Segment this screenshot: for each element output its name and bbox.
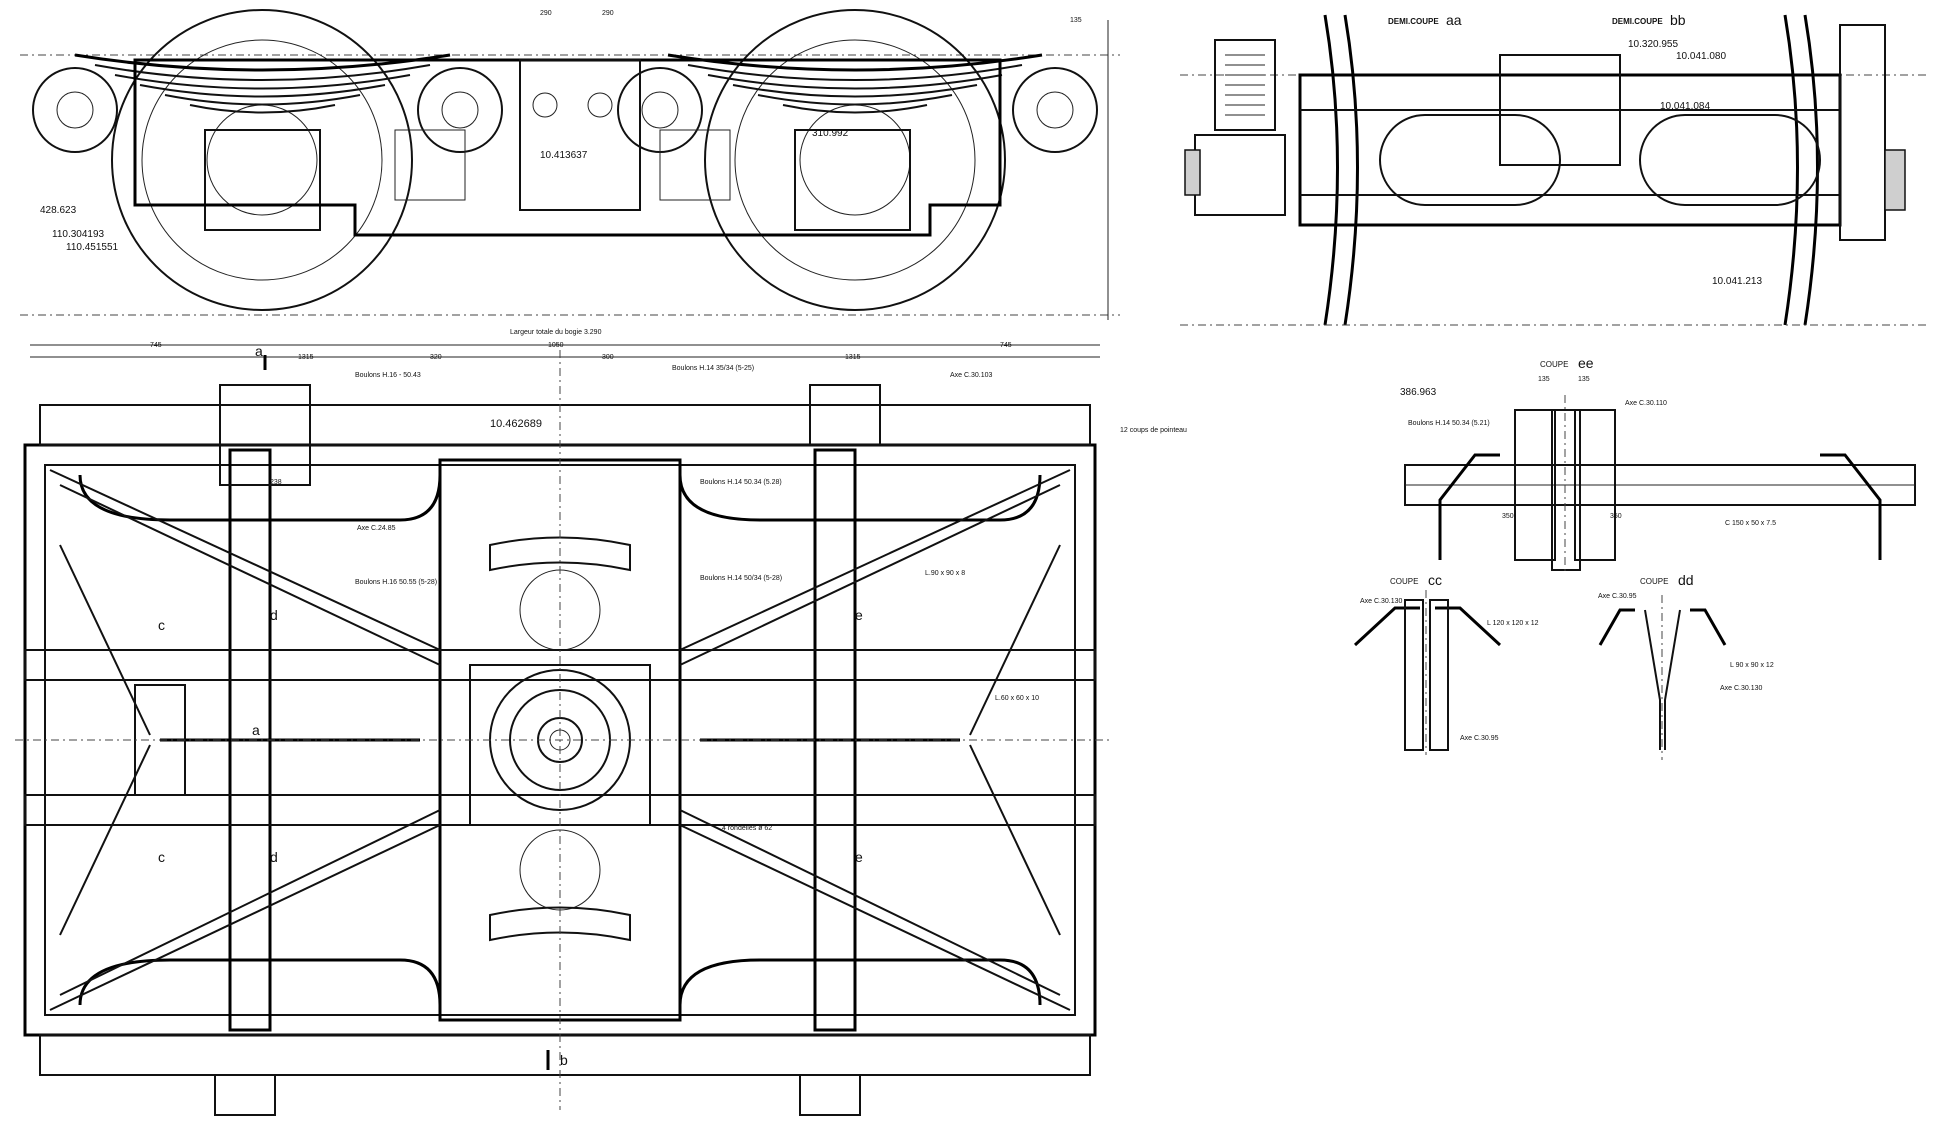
note-cc-axe2: Axe C.30.95: [1460, 735, 1499, 742]
demi-aa-prefix: DEMI.COUPE: [1388, 17, 1439, 26]
note-rondelles: 4 rondelles ø 62: [722, 825, 772, 832]
ref-10041080: 10.041.080: [1676, 51, 1726, 62]
left-wheel: [111, 9, 413, 311]
section-a-top: a: [255, 343, 263, 359]
coupe-ee-prefix: COUPE: [1540, 360, 1568, 369]
dim-1050: 1050: [548, 342, 564, 349]
section-cc-view: [1353, 590, 1502, 755]
dim-1315a: 1315: [298, 354, 314, 361]
section-b: b: [560, 1052, 568, 1068]
ref-110b: 110.451551: [66, 242, 119, 253]
dim-350a: 350: [1502, 513, 1514, 520]
ref-386: 386.963: [1400, 387, 1437, 398]
section-c-top: c: [158, 617, 165, 633]
dim-135: 135: [1070, 17, 1082, 24]
ref-110a: 110.304193: [52, 229, 105, 240]
plan-view: [15, 344, 1110, 1116]
left-leaf-spring: [74, 53, 451, 114]
section-dd-view: [1598, 595, 1727, 760]
note-boulons-4: Boulons H.14 50/34 (5-28): [700, 575, 782, 582]
note-cc-L: L 120 x 120 x 12: [1487, 620, 1539, 627]
note-c150: C 150 x 50 x 7.5: [1725, 520, 1776, 527]
section-d-bot: d: [270, 849, 278, 865]
section-d-top: d: [270, 607, 278, 623]
largeur-totale: Largeur totale du bogie 3.290: [510, 329, 602, 336]
note-boulons-3: Boulons H.14 50.34 (5.28): [700, 479, 782, 486]
note-angle: L.90 x 90 x 8: [925, 570, 965, 577]
ref-10041084: 10.041.084: [1660, 101, 1710, 112]
ref-10320: 10.320.955: [1628, 39, 1678, 50]
dim-238: 238: [270, 479, 282, 486]
coupe-cc-prefix: COUPE: [1390, 577, 1418, 586]
note-cc-axe: Axe C.30.130: [1360, 598, 1403, 605]
ref-10041213: 10.041.213: [1712, 276, 1762, 287]
demi-bb-prefix: DEMI.COUPE: [1612, 17, 1663, 26]
side-elevation-view: [20, 9, 1120, 320]
note-boulons-5: Boulons H.16 50.55 (5-28): [355, 579, 437, 586]
ref-310: 310.992: [812, 128, 849, 139]
note-boulons-2: Boulons H.14 35/34 (5-25): [672, 365, 754, 372]
dim-320: 320: [430, 354, 442, 361]
note-axe-1: Axe C.24.85: [357, 525, 396, 532]
section-e-bot: e: [855, 849, 863, 865]
section-a-mid: a: [252, 722, 260, 738]
dim-ee-135a: 135: [1538, 376, 1550, 383]
ref-10462: 10.462689: [490, 418, 542, 430]
dim-ee-135b: 135: [1578, 376, 1590, 383]
dim-745b: 745: [1000, 342, 1012, 349]
coupe-cc-letters: cc: [1428, 572, 1442, 588]
note-ee-boulons: Boulons H.14 50.34 (5.21): [1408, 420, 1490, 427]
coupe-dd-prefix: COUPE: [1640, 577, 1668, 586]
ref-10413: 10.413637: [540, 150, 588, 161]
demi-aa-letters: aa: [1446, 12, 1462, 28]
coupe-dd-letters: dd: [1678, 572, 1694, 588]
note-longer: L.60 x 60 x 10: [995, 695, 1039, 702]
dim-745a: 745: [150, 342, 162, 349]
note-dd-L: L 90 x 90 x 12: [1730, 662, 1774, 669]
coupe-ee-letters: ee: [1578, 355, 1594, 371]
dim-300: 300: [602, 354, 614, 361]
note-dd-axe: Axe C.30.95: [1598, 593, 1637, 600]
demi-bb-letters: bb: [1670, 12, 1686, 28]
note-boulons-1: Boulons H.16 - 50.43: [355, 372, 421, 379]
ref-428: 428.623: [40, 205, 77, 216]
half-sections-view: [1180, 14, 1930, 326]
dim-1315b: 1315: [845, 354, 861, 361]
note-ee-axe: Axe C.30.110: [1625, 400, 1667, 407]
section-e-top: e: [855, 607, 863, 623]
note-coups-pointeau: 12 coups de pointeau: [1120, 427, 1187, 434]
dim-290a: 290: [540, 10, 552, 17]
section-c-bot: c: [158, 849, 165, 865]
section-ee-view: [1404, 395, 1916, 575]
right-leaf-spring: [667, 53, 1043, 114]
note-dd-axe2: Axe C.30.130: [1720, 685, 1763, 692]
dim-350b: 350: [1610, 513, 1622, 520]
right-wheel: [704, 9, 1006, 311]
note-axe-2: Axe C.30.103: [950, 372, 993, 379]
dim-290b: 290: [602, 10, 614, 17]
